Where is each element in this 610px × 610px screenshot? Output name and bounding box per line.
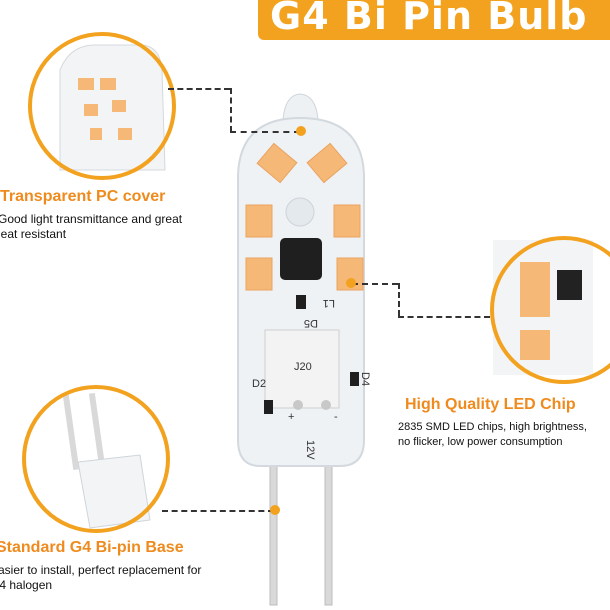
connector-cover-h [230,131,300,133]
feature-title-led: High Quality LED Chip [405,396,576,413]
zoom-circle-cover [28,32,176,180]
pcb-plus: + [288,411,294,423]
feature-desc-base-2: G4 halogen [0,578,53,592]
connector-led-dot [346,278,356,288]
component-d5 [296,295,306,309]
bulb-nub [282,93,319,121]
feature-desc-led-1: 2835 SMD LED chips, high brightness, [398,421,587,433]
feature-title-base: Standard G4 Bi-pin Base [0,539,184,556]
pcb-l1: L1 [323,297,335,309]
pcb-d2: D2 [252,378,266,390]
title-banner [258,0,610,40]
zoom-circle-led [490,236,610,384]
feature-desc-cover-1: Good light transmittance and great [0,212,183,226]
ic-chip [280,238,322,280]
feature-desc-base-1: Easier to install, perfect replacement f… [0,563,202,577]
feature-desc-cover-2: heat resistant [0,227,67,241]
connector-base-dot [270,505,280,515]
connector-led [352,283,398,285]
banner-title: G4 Bi Pin Bulb [270,0,588,38]
pcb-chip-label: J20 [294,361,312,373]
connector-cover-dot [296,126,306,136]
connector-base [162,510,274,512]
connector-cover-left [168,88,230,90]
pcb-voltage: 12V [304,440,316,460]
led-chips [245,142,364,291]
pc-cover [237,116,365,467]
feature-title-cover: Transparent PC cover [0,188,166,205]
feature-desc-led-2: no flicker, low power consumption [398,436,563,448]
connector-cover [230,88,232,132]
pcb-minus: - [334,411,338,423]
connector-led-v [398,283,400,316]
pin-left [269,454,278,606]
pcb-d4: D4 [359,372,371,386]
pin-right [324,454,333,606]
pcb-d5: D5 [304,317,318,329]
connector-led-h2 [398,316,490,318]
center-lens [285,197,315,227]
pcb-board [264,329,340,409]
zoom-circle-base [22,385,170,533]
